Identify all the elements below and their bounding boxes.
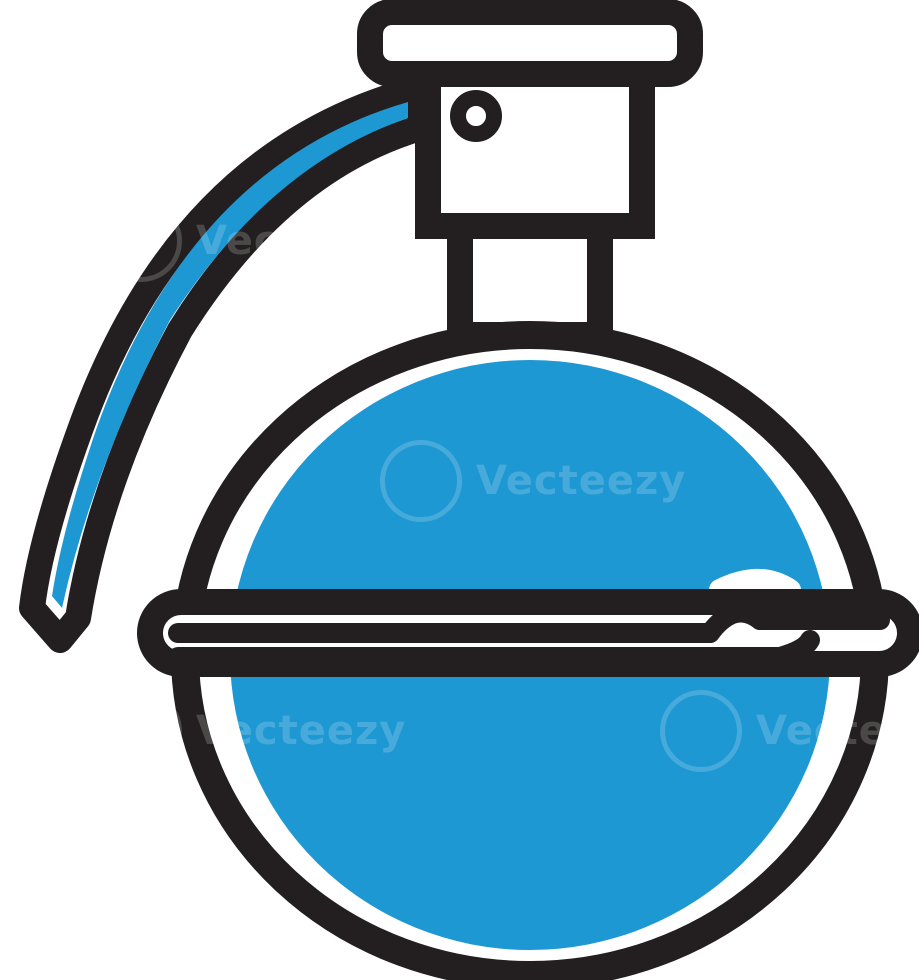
grenade-band-wave-2: [770, 630, 820, 667]
grenade-fuse-box: [415, 55, 655, 239]
grenade-band-wave: [700, 602, 770, 643]
grenade-lever: [19, 75, 433, 653]
grenade-body-highlight: [709, 569, 801, 601]
grenade-pin-icon: [450, 90, 502, 142]
